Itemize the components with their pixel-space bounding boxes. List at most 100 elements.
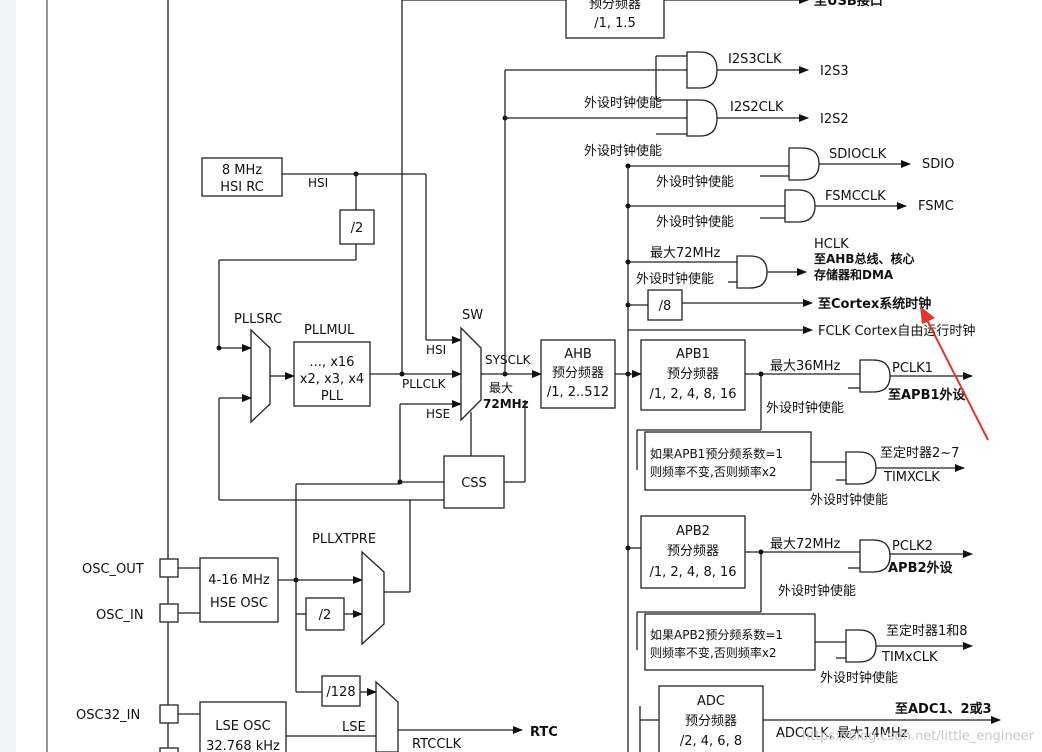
pllmul-box: [293, 341, 371, 407]
pllsrc-mux: [250, 328, 271, 424]
apb2-title: APB2: [676, 524, 710, 539]
apb2-prescaler: APB2 预分频器 /1, 2, 4, 8, 16: [640, 515, 746, 589]
apb1-prescaler: APB1 预分频器 /1, 2, 4, 8, 16: [640, 339, 746, 411]
rtc-div128-label: /128: [326, 685, 355, 700]
sysclk-max-value: 72MHz: [483, 397, 529, 411]
sdioclk-label: SDIOCLK: [829, 147, 887, 162]
osc-in-label: OSC_IN: [96, 608, 144, 623]
usb-prescaler: 预分频器 /1, 1.5 至USB接口: [565, 0, 883, 39]
sw-mux: [460, 326, 482, 422]
i2s3clk-label: I2S3CLK: [728, 52, 782, 67]
tim27-dest-label: 至定时器2~7: [880, 446, 959, 461]
osc32-in-label: OSC32_IN: [76, 708, 140, 723]
adc-prescaler: ADC 预分频器 /2, 4, 6, 8 至ADC1、2或3 ADCCLK, 最…: [639, 685, 1001, 752]
ahb-ratio: /1, 2..512: [547, 385, 609, 400]
tim27-enable-label: 外设时钟使能: [810, 492, 888, 508]
hclk-gate-group: 最大72MHz 外设时钟使能 HCLK 至AHB总线、核心 存储器和DMA: [625, 237, 914, 289]
apb1-line2: 预分频器: [667, 367, 719, 382]
pllxtpre-mux: [361, 550, 385, 646]
lse-name-label: LSE OSC: [215, 719, 270, 734]
osc-in-pin: [159, 603, 179, 623]
apb1-dest-label: 至APB1外设: [888, 387, 967, 403]
sw-label: SW: [462, 308, 483, 323]
adcclk-label: ADCCLK, 最大14MHz: [776, 726, 908, 741]
sysclk-max-label: 最大: [489, 381, 513, 395]
pllxtpre-label: PLLXTPRE: [312, 532, 376, 547]
apb2-ratio: /1, 2, 4, 8, 16: [649, 565, 736, 580]
fsmcclk-label: FSMCCLK: [825, 189, 886, 204]
adc-ratio: /2, 4, 6, 8: [680, 734, 742, 749]
hclk-name-label: HCLK: [814, 237, 849, 252]
sdio-enable-label: 外设时钟使能: [656, 174, 734, 190]
sdio-out-label: SDIO: [922, 157, 954, 172]
apb2-line2: 预分频器: [667, 544, 719, 559]
hse-osc-block: 4-16 MHz HSE OSC: [199, 557, 279, 623]
rtc-div128-box: [321, 675, 361, 707]
cortex-div8-label: /8: [659, 299, 672, 314]
hclk-enable-label: 外设时钟使能: [636, 271, 714, 287]
adc-dest-label: 至ADC1、2或3: [895, 701, 992, 717]
sysclk-label: SYSCLK: [485, 353, 532, 367]
i2s3-enable-label: 外设时钟使能: [584, 95, 662, 111]
ahb-prescaler: AHB 预分频器 /1, 2..512: [540, 339, 616, 409]
pllxtpre-div2-box: [305, 597, 345, 631]
pllmul-label: PLLMUL: [304, 323, 355, 338]
apb1-max-label: 最大36MHz: [770, 359, 841, 374]
tim18-note2: 则频率不变,否则频率x2: [650, 645, 777, 660]
apb1-ratio: /1, 2, 4, 8, 16: [649, 387, 736, 402]
lse-freq-label: 32.768 kHz: [206, 739, 280, 752]
osc32-in-pin: [159, 704, 179, 724]
i2s2-enable-label: 外设时钟使能: [584, 143, 662, 159]
cortex-dest-label: 至Cortex系统时钟: [818, 296, 931, 312]
apb2-enable-label: 外设时钟使能: [778, 583, 856, 599]
adc-title: ADC: [697, 694, 725, 709]
rtcclk-label: RTCCLK: [412, 737, 462, 752]
hclk-dest-line2: 存储器和DMA: [813, 267, 894, 282]
i2s2-gate-group: I2S2CLK I2S2 外设时钟使能: [584, 99, 849, 159]
timxclk2-label: TIMxCLK: [881, 650, 938, 665]
pllxtpre-div2-label: /2: [319, 608, 332, 623]
hse-name-label: HSE OSC: [210, 596, 268, 611]
pllmul-line1: ..., x16: [310, 355, 355, 370]
i2s2-out-label: I2S2: [820, 112, 849, 127]
usb-prescaler-title: 预分频器: [589, 0, 641, 12]
i2s3-gate-group: I2S3CLK I2S3 外设时钟使能: [584, 51, 849, 111]
hclk-dest-line1: 至AHB总线、核心: [814, 251, 914, 266]
usb-dest-label: 至USB接口: [814, 0, 883, 9]
red-annotation-arrow: [920, 306, 989, 441]
pllsrc-label: PLLSRC: [234, 312, 282, 327]
hsi-rc-block: 8 MHz HSI RC: [201, 157, 283, 197]
osc-out-pin: [159, 558, 179, 578]
cortex-systick-group: /8 至Cortex系统时钟: [625, 289, 931, 321]
lse-wire-label: LSE: [342, 720, 366, 735]
hsi-div2-label: /2: [351, 221, 364, 236]
sw-pll-input-label: PLLCLK: [402, 377, 447, 391]
usb-prescaler-ratio: /1, 1.5: [594, 16, 636, 31]
osc-out-label: OSC_OUT: [82, 562, 144, 577]
hsi-name-label: HSI RC: [220, 180, 263, 195]
apb2-max-label: 最大72MHz: [770, 537, 841, 552]
rtc-mux: [375, 680, 399, 752]
hsi-wire-label: HSI: [308, 176, 328, 190]
apb1-enable-label: 外设时钟使能: [766, 400, 844, 416]
watermark-text: https://blog.csdn.net/little_engineer: [802, 729, 1035, 744]
fclk-group: FCLK Cortex自由运行时钟: [628, 323, 975, 339]
pclk2-label: PCLK2: [892, 539, 933, 554]
fsmc-out-label: FSMC: [918, 199, 954, 214]
fsmc-gate-group: FSMCCLK FSMC 外设时钟使能: [625, 189, 954, 230]
left-margin: [0, 0, 16, 752]
sdio-gate-group: SDIOCLK SDIO 外设时钟使能: [625, 147, 954, 190]
tim18-enable-label: 外设时钟使能: [820, 670, 898, 686]
css-label: CSS: [461, 476, 487, 491]
tim2-7-group: 如果APB1预分频系数=1 则频率不变,否则频率x2 至定时器2~7 TIMXC…: [644, 431, 965, 508]
i2s3-out-label: I2S3: [820, 64, 849, 79]
css-box: [443, 455, 505, 509]
sw-hse-input-label: HSE: [426, 407, 450, 421]
rtc-label: RTC: [530, 725, 558, 740]
fclk-dest-label: FCLK Cortex自由运行时钟: [818, 323, 975, 339]
hse-freq-label: 4-16 MHz: [208, 573, 270, 588]
lse-osc-block: LSE OSC 32.768 kHz: [199, 701, 287, 752]
apb1-title: APB1: [676, 347, 710, 362]
